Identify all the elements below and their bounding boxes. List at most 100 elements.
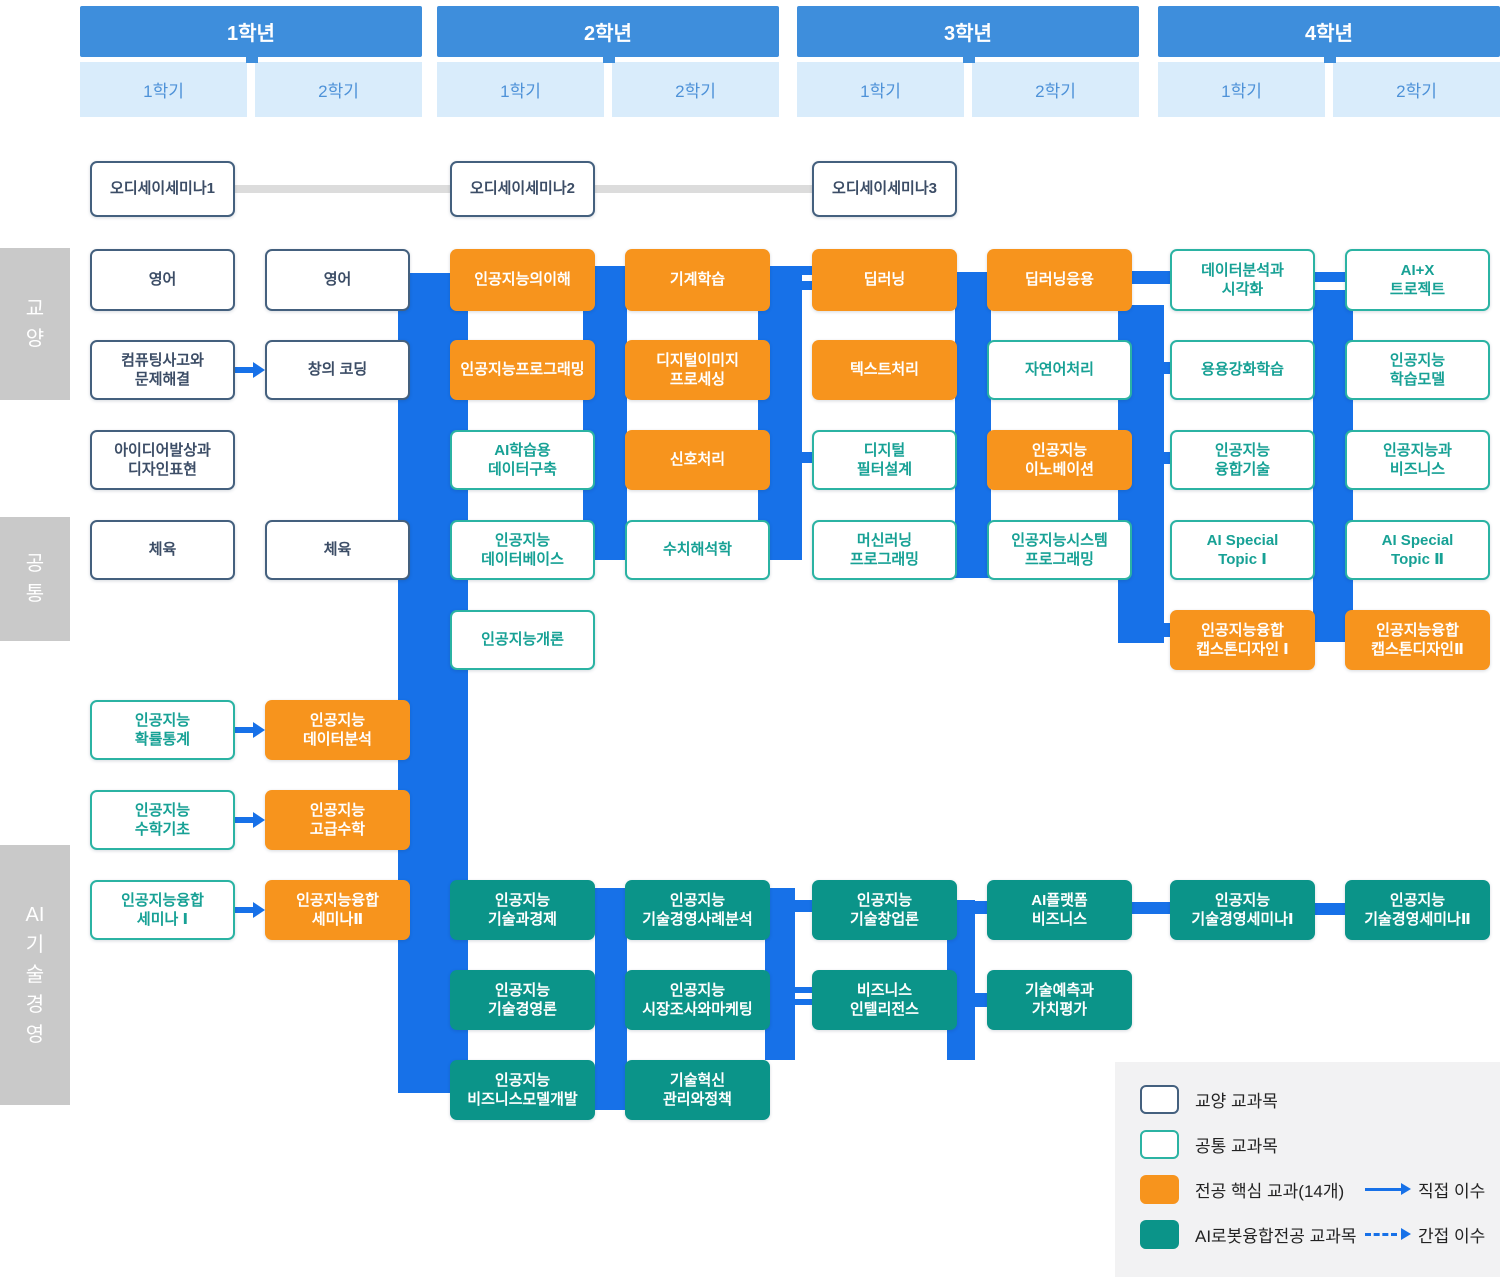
connector-band-vertical [955,278,991,578]
course-label-line: 인공지능 [669,891,726,909]
course-label-line: 비즈니스모델개발 [467,1091,578,1108]
category-char: 교 [25,298,45,320]
course-box: 창의 코딩 [265,340,410,400]
course-label-line: 인공지능 [1389,351,1446,369]
course-label-line: 영어 [323,271,352,289]
course-label-line: 트로젝트 [1389,281,1446,298]
course-label-line: 세미나 Ⅰ [136,911,189,928]
connector-horizontal [957,901,987,914]
course-label-line: 인공지능의이해 [474,271,571,289]
connector-horizontal [957,361,987,367]
legend-item: 교양 교과목 [1115,1085,1500,1115]
connector-horizontal [595,266,625,275]
course-label-line: 확률통계 [134,731,191,748]
direct-arrow-line [235,907,255,913]
course-label-line: 인공지능 [856,891,913,909]
direct-arrowhead-icon [253,362,265,378]
course-label-line: 시장조사와마케팅 [642,1001,753,1018]
year-tab [603,57,615,63]
year-header: 2학년 [437,6,779,57]
legend-swatch-core [1140,1175,1179,1204]
course-label-line: AI Special [1381,531,1454,549]
course-label-line: 딥러닝응용 [1024,271,1094,289]
course-label-line: 머신러닝 [856,531,913,549]
course-label-line: 캡스톤디자인Ⅱ [1371,641,1464,658]
course-label-line: AI플랫폼 [1031,891,1088,909]
course-box: 기계학습 [625,249,770,311]
connector-horizontal [1132,271,1170,284]
legend-item-label: 공통 교과목 [1195,1137,1278,1156]
course-box: 체육 [90,520,235,580]
course-label-line: 시각화 [1221,281,1264,298]
connector-horizontal [1132,362,1170,374]
course-box: 영어 [265,249,410,311]
course-label-line: 오디세이세미나2 [470,180,575,198]
connector-horizontal [595,893,625,901]
connector-horizontal [410,903,440,913]
course-label-line: 데이터구축 [487,461,557,478]
connector-horizontal [770,281,812,290]
connector-horizontal [770,999,812,1005]
course-label-line: 인공지능융합 [296,891,379,909]
course-label-line: AI Special [1206,531,1279,549]
semester-cell: 1학기 [437,62,604,117]
category-char: 영 [25,1024,45,1046]
direct-arrowhead-icon [253,902,265,918]
category-char: 공 [25,553,45,575]
course-label-line: 세미나Ⅱ [311,911,364,928]
course-label-line: 인공지능 [309,801,366,819]
course-label-line: AI학습용 [494,441,551,459]
course-label-line: 인공지능 [134,801,191,819]
course-label-line: 텍스트처리 [849,361,919,379]
semester-cell: 2학기 [1333,62,1500,117]
course-label-line: 프로그래밍 [849,551,919,568]
connector-horizontal [410,541,440,551]
course-label-line: 관리와정책 [662,1091,732,1108]
year-header: 1학년 [80,6,422,57]
legend-item: AI로봇융합전공 교과목 간접 이수 [1115,1220,1500,1250]
course-label-line: 창의 코딩 [307,361,368,379]
category-char: 술 [25,964,45,986]
connector-horizontal [595,281,625,290]
connector-horizontal [1315,628,1345,642]
connector-horizontal [770,452,812,463]
connector-horizontal [595,993,625,1005]
course-label-line: 비즈니스 [1031,911,1088,928]
course-label-line: 용용강화학습 [1201,361,1284,379]
course-label-line: 데이터베이스 [481,551,564,568]
course-box: 체육 [265,520,410,580]
course-label-line: 인공지능 [494,891,551,909]
connector-horizontal [410,725,440,735]
legend-swatch-gen [1140,1085,1179,1114]
course-label-line: 아이디어발상과 [114,441,211,459]
course-label-line: 인공지능 [1031,441,1088,459]
course-label-line: 인공지능 [309,711,366,729]
legend-item: 전공 핵심 교과(14개) 직접 이수 [1115,1175,1500,1205]
course-label-line: 인공지능 [669,981,726,999]
legend-item-label: 전공 핵심 교과(14개) [1195,1182,1345,1201]
semester-cell: 1학기 [80,62,247,117]
semester-cell: 1학기 [797,62,964,117]
course-label-line: 기술창업론 [849,911,919,928]
course-box: 오디세이세미나2 [450,161,595,217]
connector-horizontal [957,543,987,555]
connector-band-vertical [583,267,627,560]
connector-horizontal [957,993,987,1007]
year-header: 4학년 [1158,6,1500,57]
course-label-line: 인공지능융합 [1201,621,1284,639]
course-box: 영어 [90,249,235,311]
